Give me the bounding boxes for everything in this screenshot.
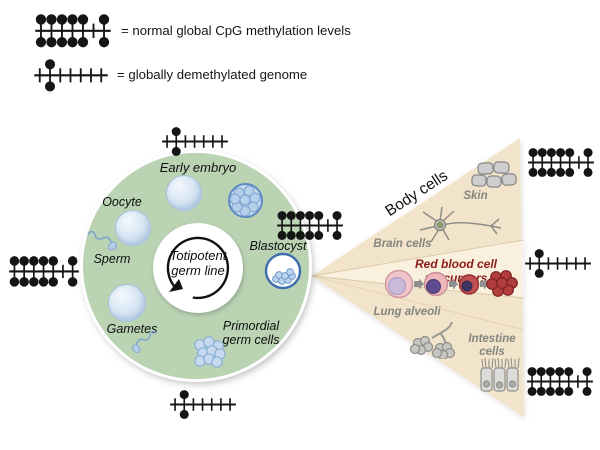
blastocyst-label: Blastocyst <box>249 239 307 253</box>
methylation-icon-rbc <box>524 248 592 279</box>
early-embryo-label: Early embryo <box>159 160 237 175</box>
gametes-label: Gametes <box>106 322 158 336</box>
methylation-icon-top <box>161 126 229 157</box>
skin-label: Skin <box>463 190 488 202</box>
neuron-icon <box>419 206 502 243</box>
totipotent-germ-line-label: Totipotent germ line <box>169 248 227 278</box>
oocyte-label: Oocyte <box>102 195 142 209</box>
sperm-icon <box>87 230 117 251</box>
methylation-icon-intestine <box>526 366 594 397</box>
lung-alveoli-label: Lung alveoli <box>373 306 441 318</box>
morula-icon <box>228 183 263 218</box>
legend-demethylated-label: = globally demethylated genome <box>117 67 308 82</box>
methylation-icon-bottom <box>169 389 237 420</box>
legend-normal-label: = normal global CpG methylation levels <box>121 23 351 38</box>
normal-methylation-icon <box>34 13 112 49</box>
oocyte-icon <box>115 210 151 246</box>
brain-cells-label: Brain cells <box>373 238 432 250</box>
gamete-egg-icon <box>108 284 146 322</box>
cycle-arrow-icon <box>166 236 230 300</box>
blastocyst-icon <box>264 252 302 290</box>
demethylated-genome-icon <box>33 58 109 93</box>
rbc-differentiation-icons <box>384 269 518 299</box>
gamete-sperm-icon <box>131 330 158 353</box>
early-embryo-icon <box>166 175 202 211</box>
methylation-icon-blastocyst <box>276 210 344 241</box>
skin-icon <box>471 161 517 188</box>
primordial-germ-cells-label: Primordial germ cells <box>222 319 280 347</box>
primordial-germ-cells-icon <box>194 336 226 368</box>
sperm-label: Sperm <box>93 252 131 266</box>
intestine-cells-icon <box>480 357 520 392</box>
lung-alveoli-icon <box>409 321 456 359</box>
intestine-cells-label: Intestine cells <box>468 333 516 358</box>
methylation-icon-left <box>8 255 80 288</box>
methylation-icon-skin <box>527 147 595 178</box>
